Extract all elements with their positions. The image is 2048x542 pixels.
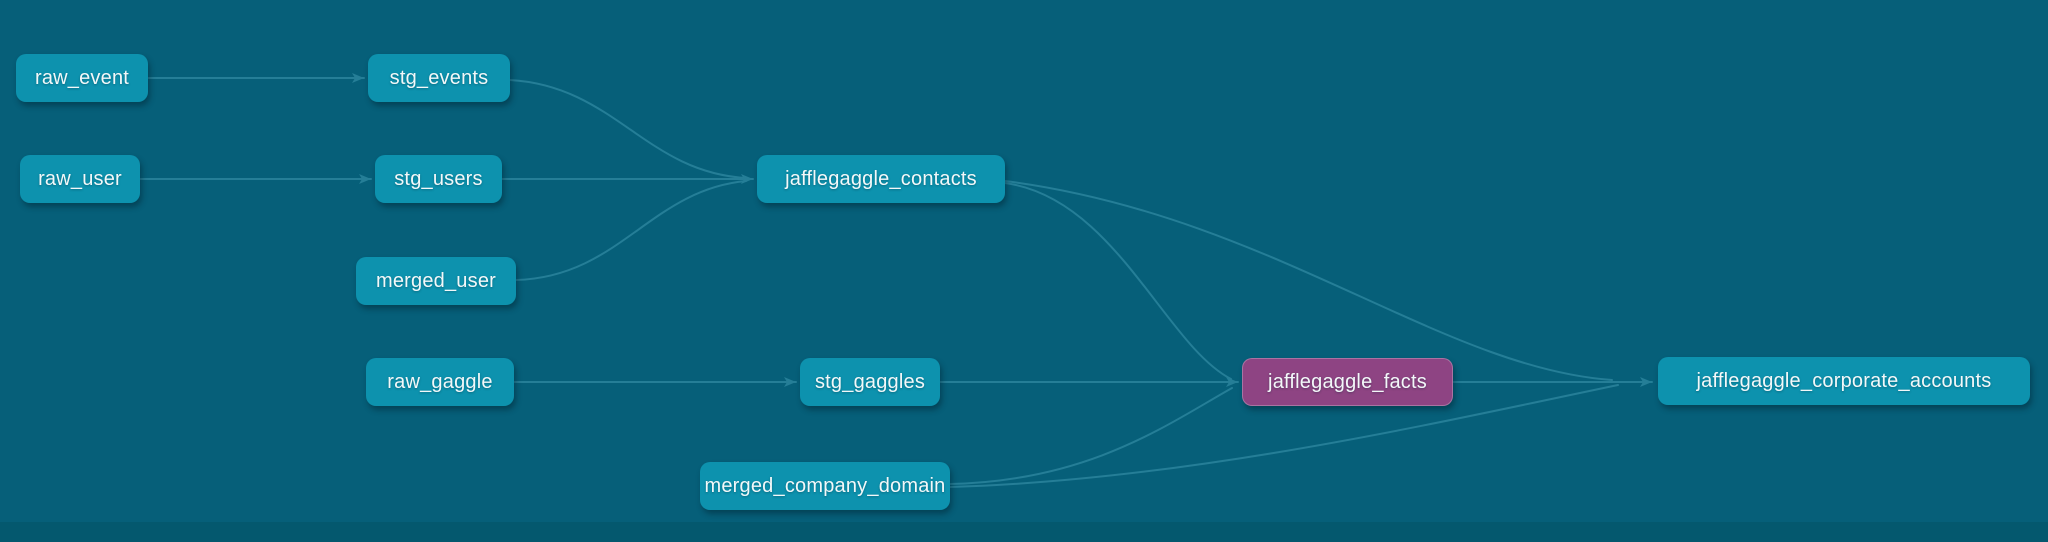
node-jafflegaggle_facts[interactable]: jafflegaggle_facts	[1242, 358, 1453, 406]
edge-merged_company_domain-to-jafflegaggle_facts	[949, 387, 1233, 485]
node-jafflegaggle_contacts[interactable]: jafflegaggle_contacts	[757, 155, 1005, 203]
edge-jafflegaggle_contacts-to-jafflegaggle_corporate_accounts	[1004, 180, 1613, 381]
node-merged_company_domain[interactable]: merged_company_domain	[700, 462, 950, 510]
edge-stg_events-to-jafflegaggle_contacts	[509, 79, 747, 179]
node-stg_users[interactable]: stg_users	[375, 155, 502, 203]
node-raw_event[interactable]: raw_event	[16, 54, 148, 102]
node-jafflegaggle_corporate_accounts[interactable]: jafflegaggle_corporate_accounts	[1658, 357, 2030, 405]
node-stg_gaggles[interactable]: stg_gaggles	[800, 358, 940, 406]
edge-merged_company_domain-to-jafflegaggle_corporate_accounts	[949, 384, 1619, 488]
node-stg_events[interactable]: stg_events	[368, 54, 510, 102]
node-raw_gaggle[interactable]: raw_gaggle	[366, 358, 514, 406]
edge-merged_user-to-jafflegaggle_contacts	[515, 180, 747, 281]
node-raw_user[interactable]: raw_user	[20, 155, 140, 203]
node-merged_user[interactable]: merged_user	[356, 257, 516, 305]
edge-jafflegaggle_contacts-to-jafflegaggle_facts	[1004, 182, 1232, 380]
canvas-bottom-strip	[0, 522, 2048, 542]
